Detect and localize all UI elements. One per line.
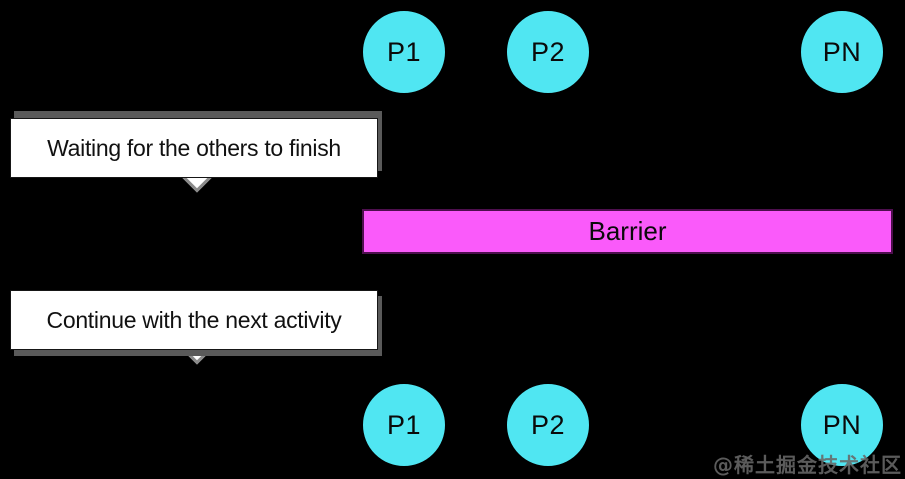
- process-label: P2: [530, 409, 566, 440]
- barrier-bar: Barrier: [362, 209, 893, 254]
- process-node-p2-top: P2: [505, 9, 591, 95]
- barrier-label: Barrier: [588, 216, 667, 246]
- process-node-pn-top: PN: [799, 9, 885, 95]
- watermark: @稀土掘金技术社区: [713, 453, 902, 477]
- process-node-p1-bottom: P1: [361, 382, 447, 468]
- callout-continue: Continue with the next activity: [10, 290, 378, 350]
- callout-waiting: Waiting for the others to finish: [10, 118, 378, 178]
- process-label: PN: [822, 409, 862, 440]
- process-label: P1: [386, 409, 422, 440]
- process-label: P1: [386, 36, 422, 67]
- process-label: PN: [822, 36, 862, 67]
- process-node-p1-top: P1: [361, 9, 447, 95]
- callout-continue-text: Continue with the next activity: [46, 306, 342, 333]
- process-node-pn-bottom: PN: [799, 382, 885, 468]
- process-label: P2: [530, 36, 566, 67]
- process-node-p2-bottom: P2: [505, 382, 591, 468]
- callout-waiting-text: Waiting for the others to finish: [47, 134, 341, 161]
